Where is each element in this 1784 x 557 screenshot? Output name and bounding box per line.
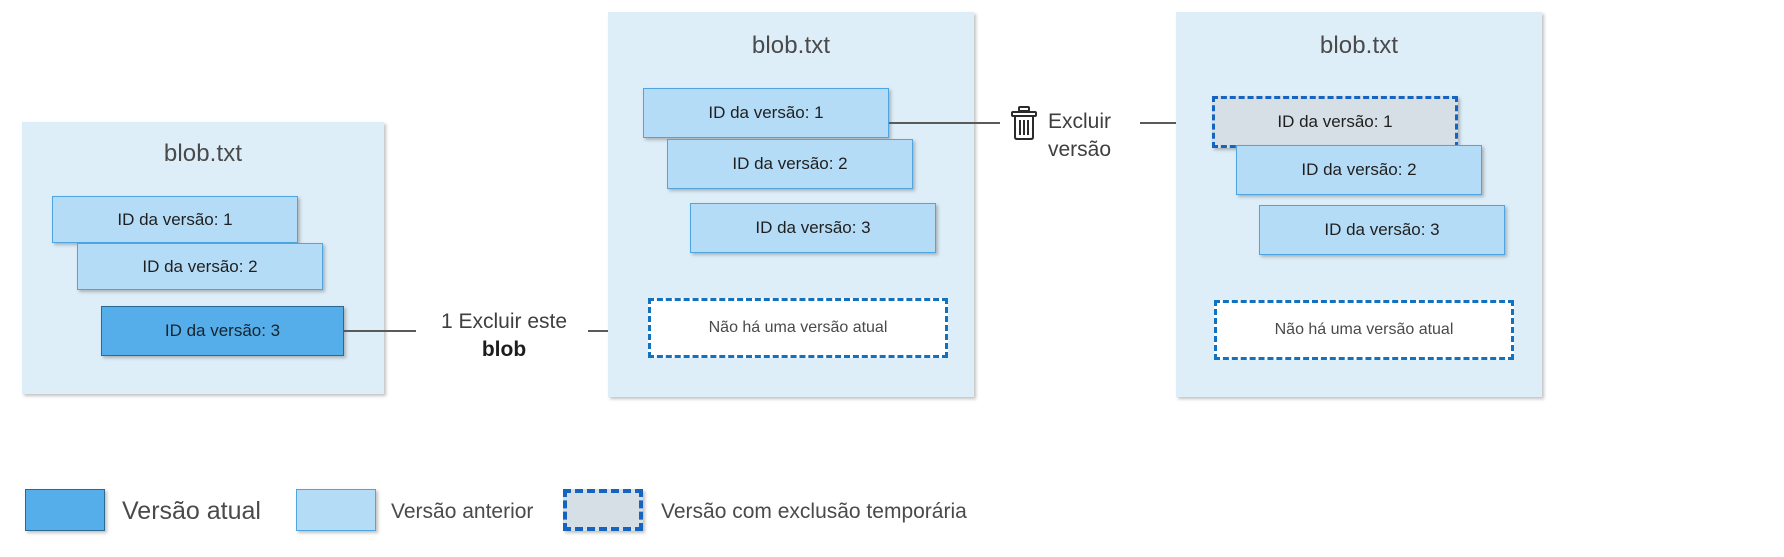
trash-icon (1008, 105, 1040, 141)
legend-label-previous: Versão anterior (391, 500, 534, 523)
step-1-line-1: 1 Excluir este (440, 310, 568, 333)
panel-1-version-card-3: ID da versão: 3 (101, 306, 344, 356)
panel-3-version-card-3: ID da versão: 3 (1259, 205, 1505, 255)
step-2-line-1: Excluir (1048, 110, 1112, 133)
legend-label-soft-deleted: Versão com exclusão temporária (661, 500, 967, 523)
panel-2-version-card-2: ID da versão: 2 (667, 139, 913, 189)
panel-1-version-card-1: ID da versão: 1 (52, 196, 298, 243)
legend-swatch-current (25, 489, 105, 531)
panel-3-no-current-version-box: Não há uma versão atual (1214, 300, 1514, 360)
connector-panel2-to-step2 (889, 122, 1000, 124)
panel-3-version-card-2: ID da versão: 2 (1236, 145, 1482, 195)
panel-2-version-label-1: ID da versão: 1 (708, 103, 824, 122)
connector-panel1-to-step1 (344, 330, 416, 332)
step-1-label: 1 Excluir este blob (424, 308, 584, 363)
panel-1-title: blob.txt (163, 140, 243, 167)
panel-2-version-card-3: ID da versão: 3 (690, 203, 936, 253)
panel-3-title: blob.txt (1319, 32, 1399, 59)
panel-1-version-label-3: ID da versão: 3 (164, 321, 281, 340)
panel-2-version-label-2: ID da versão: 2 (732, 154, 848, 173)
legend-label-current: Versão atual (122, 497, 261, 525)
panel-1-version-label-1: ID da versão: 1 (117, 209, 233, 229)
panel-3-version-label-1: ID da versão: 1 (1277, 112, 1393, 131)
step-1-line-2: blob (481, 337, 527, 361)
panel-1-version-label-2: ID da versão: 2 (142, 256, 258, 276)
panel-2-version-label-3: ID da versão: 3 (755, 218, 871, 237)
step-2-label: Excluir versão (1048, 108, 1111, 165)
panel-1-version-card-2: ID da versão: 2 (77, 243, 323, 290)
panel-2-version-card-1: ID da versão: 1 (643, 88, 889, 138)
panel-3-no-current-version-label: Não há uma versão atual (1274, 321, 1454, 338)
panel-2-no-current-version-box: Não há uma versão atual (648, 298, 948, 358)
legend-swatch-previous (296, 489, 376, 531)
panel-3-version-label-3: ID da versão: 3 (1324, 220, 1440, 239)
panel-2-no-current-version-label: Não há uma versão atual (708, 319, 888, 336)
legend-swatch-soft-deleted (563, 489, 643, 531)
panel-2-title: blob.txt (751, 32, 831, 59)
step-2-line-2: versão (1048, 138, 1112, 162)
panel-3-version-card-1: ID da versão: 1 (1212, 96, 1458, 148)
panel-3-version-label-2: ID da versão: 2 (1301, 160, 1417, 179)
